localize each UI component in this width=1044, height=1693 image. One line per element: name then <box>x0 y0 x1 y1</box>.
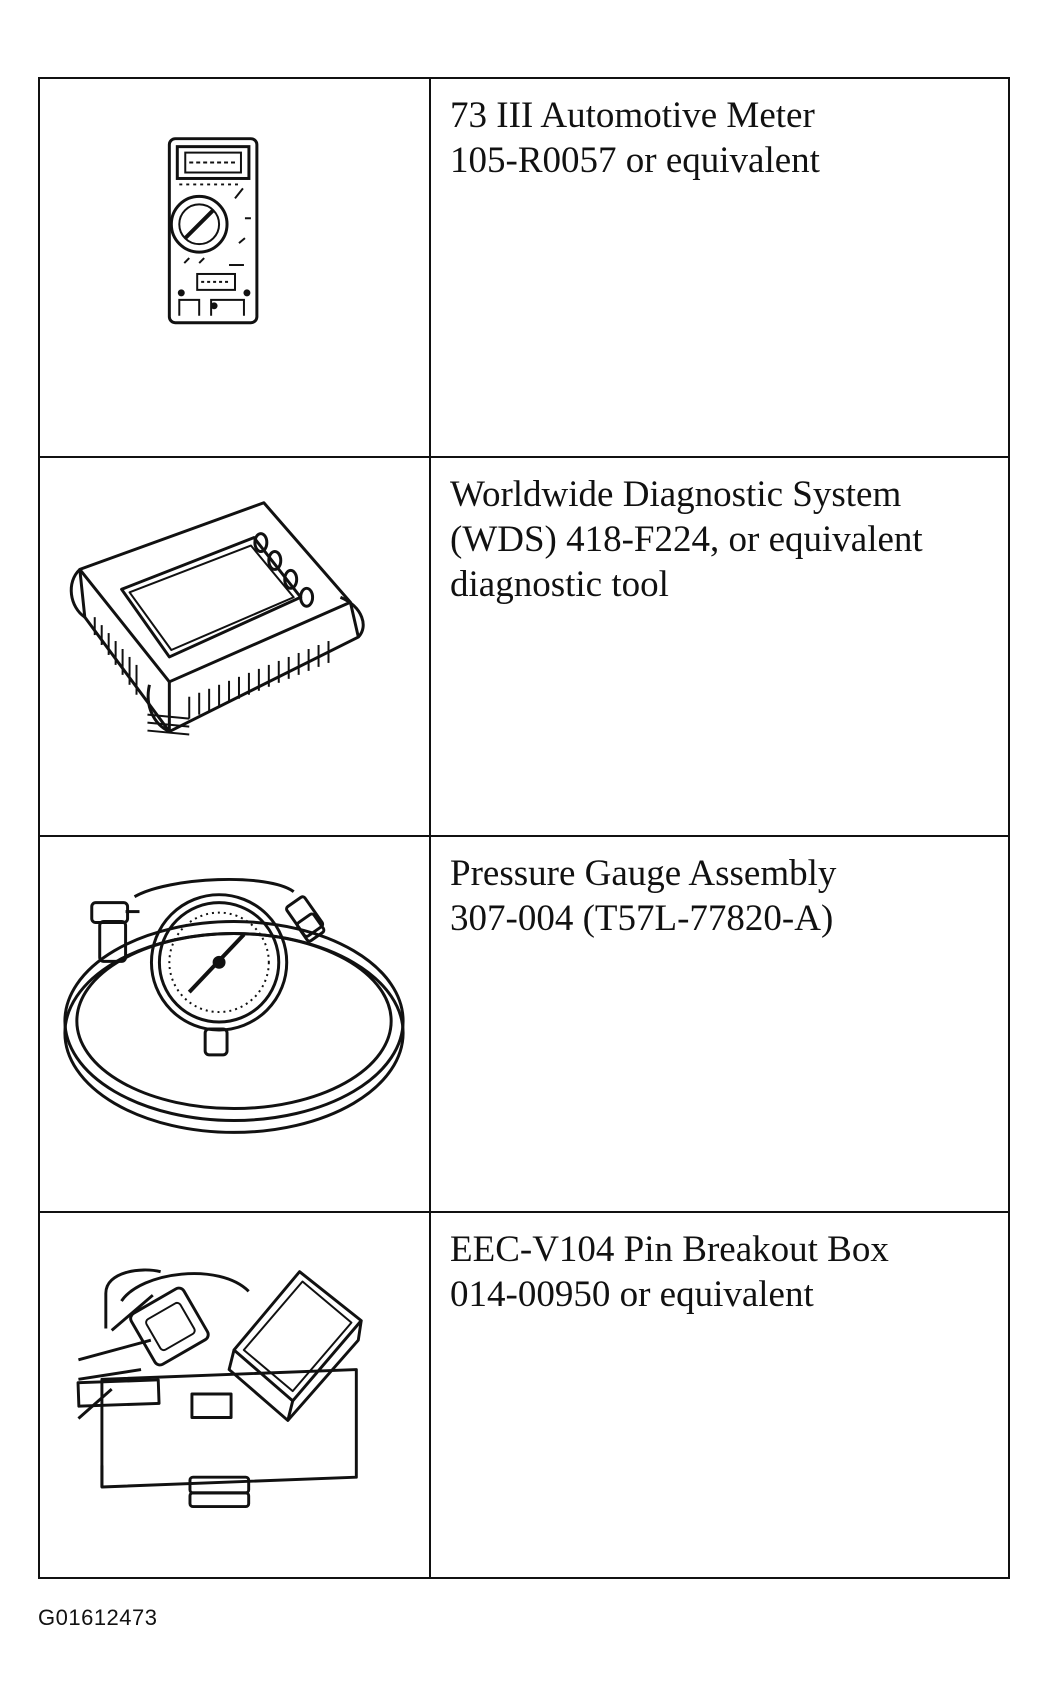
pressure-gauge-icon <box>63 877 405 1134</box>
breakout-box-icon <box>76 1268 363 1509</box>
tool-part-number: (WDS) 418-F224, or equivalent <box>450 519 923 560</box>
tool-name: EEC-V104 Pin Breakout Box <box>450 1229 889 1270</box>
diagnostic-tablet-icon <box>69 501 365 736</box>
tool-description: Pressure Gauge Assembly 307-004 (T57L-77… <box>431 837 1008 1213</box>
tool-illustration-cell <box>40 79 431 458</box>
tool-description: 73 III Automotive Meter 105-R0057 or equ… <box>431 79 1008 458</box>
tool-part-number: 307-004 (T57L-77820-A) <box>450 898 834 939</box>
tool-illustration-cell <box>40 1213 431 1577</box>
figure-id: G01612473 <box>38 1605 158 1630</box>
tool-illustration-cell <box>40 458 431 837</box>
tool-part-number: 105-R0057 or equivalent <box>450 140 820 181</box>
tool-description: EEC-V104 Pin Breakout Box 014-00950 or e… <box>431 1213 1008 1577</box>
tool-name: Pressure Gauge Assembly <box>450 853 837 894</box>
multimeter-icon <box>167 137 259 325</box>
tool-part-number: 014-00950 or equivalent <box>450 1274 814 1315</box>
tool-note: diagnostic tool <box>450 564 669 605</box>
tool-name: Worldwide Diagnostic System <box>450 474 902 515</box>
tool-description: Worldwide Diagnostic System (WDS) 418-F2… <box>431 458 1008 837</box>
special-tools-table: 73 III Automotive Meter 105-R0057 or equ… <box>38 77 1010 1579</box>
tool-name: 73 III Automotive Meter <box>450 95 815 136</box>
tool-illustration-cell <box>40 837 431 1213</box>
